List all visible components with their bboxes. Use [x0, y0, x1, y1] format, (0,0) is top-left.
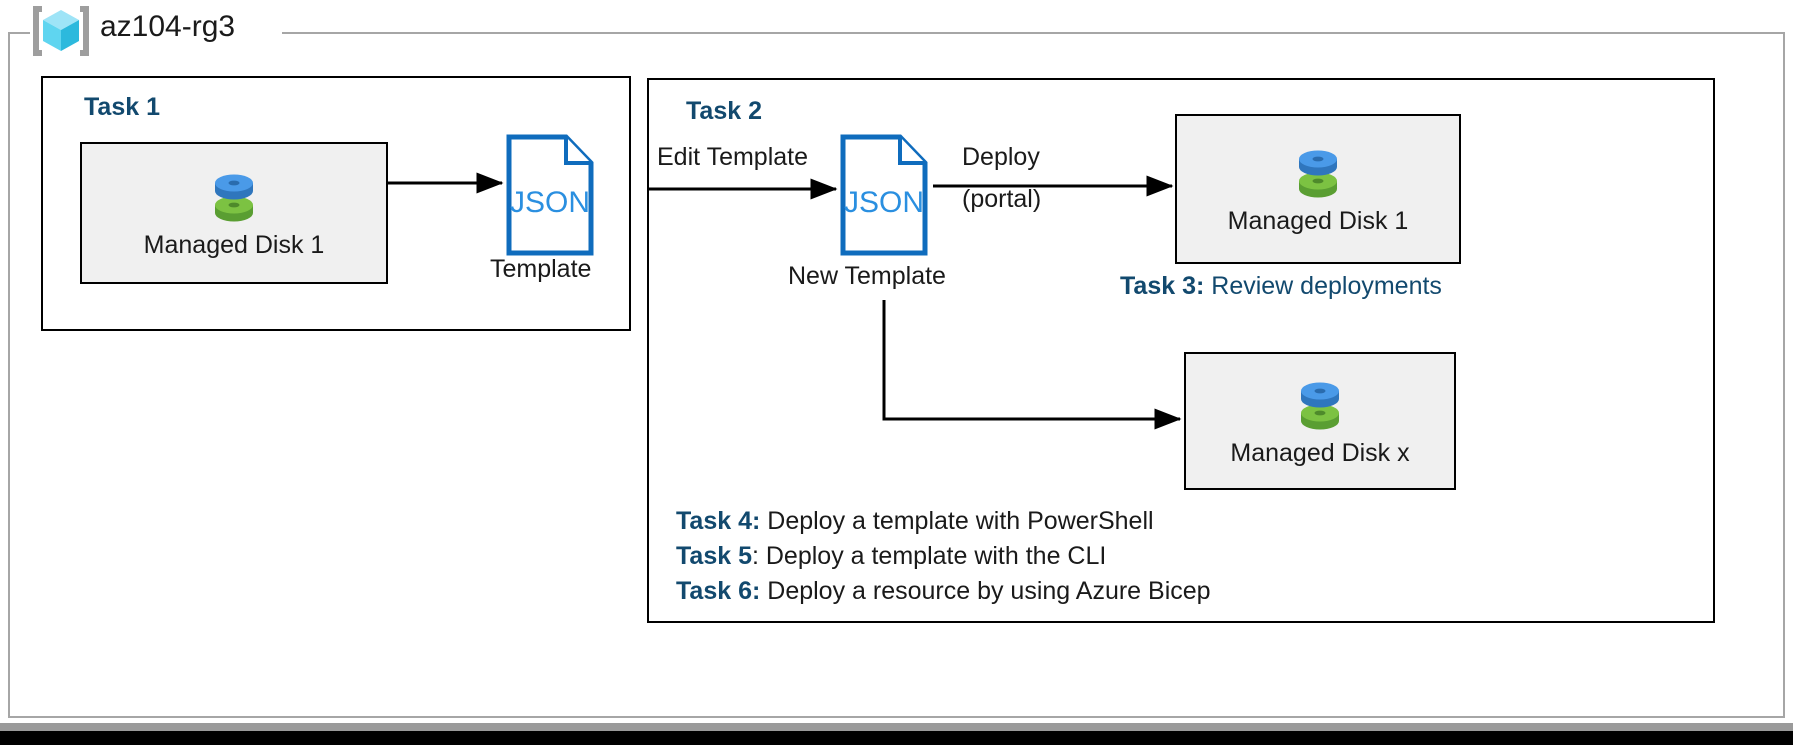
task2-deployed-managed-disk-label: Managed Disk 1: [1227, 206, 1409, 235]
task3-caption: Task 3: Review deployments: [1120, 272, 1442, 301]
task2-heading: Task 2: [686, 97, 762, 125]
task1-heading: Task 1: [84, 93, 160, 121]
task4-desc: Deploy a template with PowerShell: [760, 507, 1154, 535]
deploy-arrow-label: Deploy: [962, 143, 1040, 171]
deploy-arrow-sublabel: (portal): [962, 185, 1042, 213]
bottom-gray-strip: [0, 723, 1793, 731]
edit-template-arrow-label: Edit Template: [657, 143, 809, 171]
json-file-icon: JSON: [840, 134, 928, 256]
task5-key: Task 5: [676, 542, 752, 570]
task-list: Task 4: Deploy a template with PowerShel…: [676, 504, 1211, 609]
task1-managed-disk-label: Managed Disk 1: [143, 230, 325, 259]
task6-key: Task 6:: [676, 577, 761, 605]
rg-frame-left-edge: [8, 32, 10, 718]
task2-scaled-managed-disk-label: Managed Disk x: [1230, 438, 1410, 467]
task1-container: [41, 76, 631, 331]
rg-frame-top-right-segment: [282, 32, 1785, 34]
task6-desc: Deploy a resource by using Azure Bicep: [760, 577, 1211, 605]
task2-new-template-caption: New Template: [788, 262, 946, 290]
task3-key: Task 3:: [1120, 272, 1205, 300]
bottom-black-bar: [0, 731, 1793, 745]
json-doc-text: JSON: [844, 186, 924, 219]
managed-disk-icon: [1299, 150, 1337, 197]
task2-deployed-managed-disk-resource: Managed Disk 1: [1175, 114, 1461, 264]
list-item: Task 5: Deploy a template with the CLI: [676, 539, 1211, 574]
task5-desc: : Deploy a template with the CLI: [751, 542, 1107, 570]
task1-managed-disk-resource: Managed Disk 1: [80, 142, 388, 284]
rg-frame-top-left-segment: [8, 32, 30, 34]
rg-frame-bottom-edge: [8, 716, 1785, 718]
list-item: Task 4: Deploy a template with PowerShel…: [676, 504, 1211, 539]
task2-scaled-managed-disk-resource: Managed Disk x: [1184, 352, 1456, 490]
resource-group-label: az104-rg3: [100, 10, 236, 43]
list-item: Task 6: Deploy a resource by using Azure…: [676, 574, 1211, 609]
task2-container: [647, 78, 1715, 623]
task1-template-caption: Template: [490, 255, 592, 283]
managed-disk-icon: [215, 174, 253, 221]
json-doc-text: JSON: [510, 186, 590, 219]
rg-frame-right-edge: [1783, 32, 1785, 718]
task3-desc: Review deployments: [1204, 272, 1442, 300]
task4-key: Task 4:: [676, 507, 761, 535]
azure-resource-group-cube-icon: [33, 6, 89, 56]
managed-disk-icon: [1301, 382, 1339, 429]
json-file-icon: JSON: [506, 134, 594, 256]
